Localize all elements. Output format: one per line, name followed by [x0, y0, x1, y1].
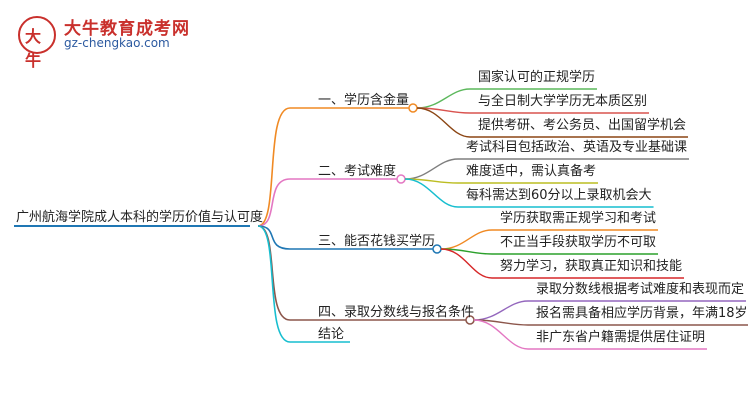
leaf-connector: [404, 178, 459, 208]
branch-label: 一、学历含金量: [318, 93, 410, 108]
leaf-connector: [473, 300, 529, 321]
branch-label: 二、考试难度: [318, 164, 397, 179]
leaf-label: 不正当手段获取学历不可取: [500, 235, 657, 250]
leaf-label: 非广东省户籍需提供居住证明: [536, 330, 706, 345]
leaf-label: 努力学习，获取真正知识和技能: [500, 259, 683, 274]
leaf-connector: [416, 88, 471, 109]
branch-label: 三、能否花钱买学历: [318, 234, 436, 249]
logo-title: 大牛教育成考网: [64, 19, 190, 39]
leaf-connector: [440, 229, 493, 250]
leaf-label: 考试科目包括政治、英语及专业基础课: [466, 140, 688, 155]
branch-connector: [257, 225, 291, 343]
root-topic: 广州航海学院成人本科的学历价值与认可度: [16, 210, 264, 225]
branch-label: 四、录取分数线与报名条件: [318, 305, 475, 320]
branch-label: 结论: [318, 327, 345, 342]
leaf-label: 提供考研、考公务员、出国留学机会: [478, 118, 687, 133]
site-logo[interactable]: 大牛 大牛教育成考网 gz-chengkao.com: [18, 14, 338, 70]
leaf-label: 国家认可的正规学历: [478, 70, 596, 85]
logo-url: gz-chengkao.com: [64, 36, 170, 50]
leaf-connector: [416, 107, 471, 138]
leaf-label: 学历获取需正规学习和考试: [500, 211, 657, 226]
logo-mark: 大牛: [18, 16, 56, 70]
leaf-connector: [440, 248, 493, 279]
leaf-label: 录取分数线根据考试难度和表现而定: [536, 282, 745, 297]
branch-connector: [257, 225, 291, 250]
branch-node-circle: [408, 103, 418, 113]
leaf-label: 每科需达到60分以上录取机会大: [466, 188, 652, 203]
leaf-label: 难度适中，需认真备考: [466, 164, 597, 179]
leaf-connector: [473, 319, 529, 350]
leaf-connector: [404, 158, 459, 180]
leaf-label: 与全日制大学学历无本质区别: [478, 94, 648, 109]
branch-connector: [257, 107, 291, 227]
branch-connector: [257, 178, 291, 227]
leaf-label: 报名需具备相应学历背景，年满18岁: [536, 306, 748, 321]
branch-node-circle: [396, 174, 406, 184]
logo-mark-text: 大牛: [25, 27, 42, 70]
